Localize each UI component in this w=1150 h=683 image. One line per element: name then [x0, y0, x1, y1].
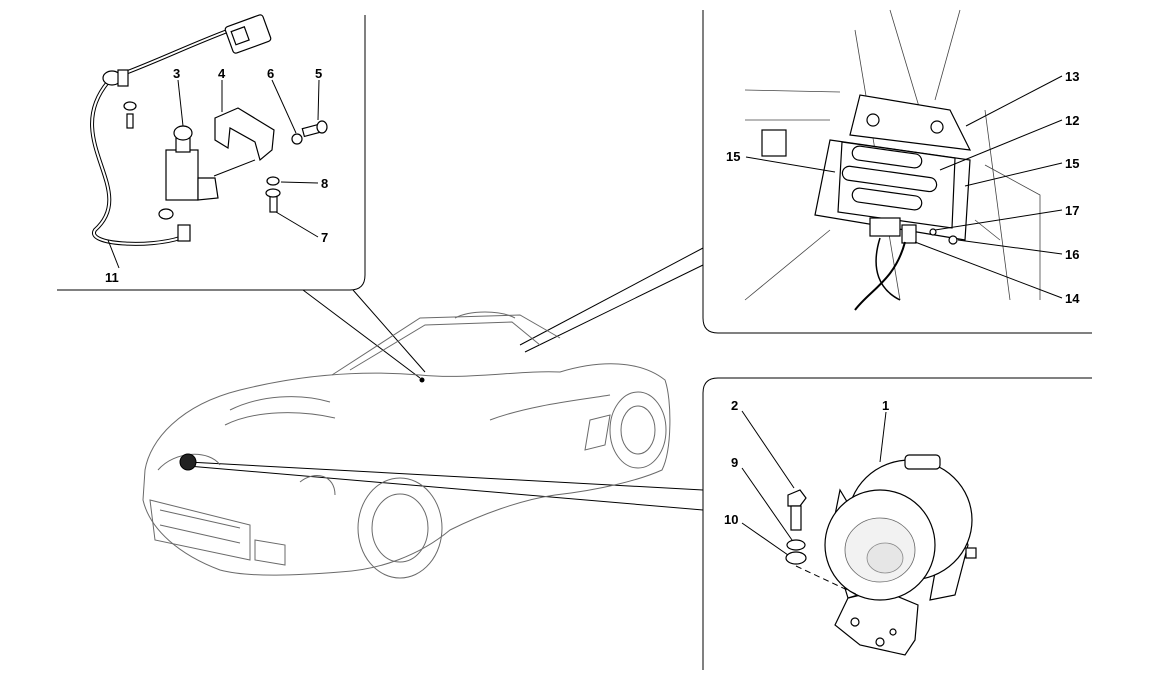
part-labels: 3 4 6 5 8 7 11 13 12 15 15 17 16 14 1 2 … [105, 66, 1080, 527]
label-part-10: 10 [724, 512, 738, 527]
label-part-8: 8 [321, 176, 328, 191]
label-part-2: 2 [731, 398, 738, 413]
callout-lines [187, 247, 704, 511]
car-illustration [142, 311, 671, 579]
label-part-3: 3 [173, 66, 180, 81]
sensor-assembly [90, 14, 328, 269]
label-part-14: 14 [1065, 291, 1080, 306]
label-part-7: 7 [321, 230, 328, 245]
label-part-15-right: 15 [1065, 156, 1079, 171]
label-part-15-left: 15 [726, 149, 740, 164]
label-part-16: 16 [1065, 247, 1079, 262]
label-part-6: 6 [267, 66, 274, 81]
label-part-5: 5 [315, 66, 322, 81]
label-part-4: 4 [218, 66, 226, 81]
panel-frames [57, 10, 1092, 670]
siren-assembly [741, 410, 977, 656]
label-part-12: 12 [1065, 113, 1079, 128]
label-part-1: 1 [882, 398, 889, 413]
label-part-11: 11 [105, 270, 119, 285]
label-part-17: 17 [1065, 203, 1079, 218]
control-unit-assembly [744, 9, 1063, 311]
label-part-9: 9 [731, 455, 738, 470]
label-part-13: 13 [1065, 69, 1079, 84]
